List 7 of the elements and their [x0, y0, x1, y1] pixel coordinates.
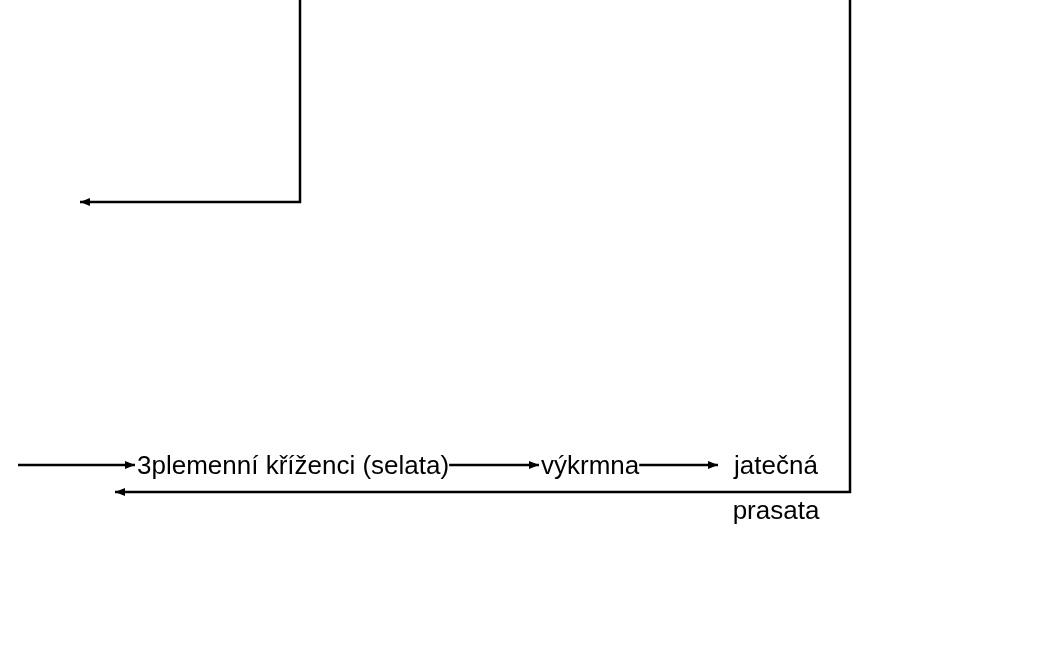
- arrow: [639, 461, 718, 469]
- arrow: [449, 461, 539, 469]
- arrow: [18, 461, 135, 469]
- node-label: jatečná prasata: [720, 442, 832, 533]
- node-label: 3plemenní kříženci (selata): [137, 450, 450, 480]
- arrow: [115, 0, 852, 496]
- node-label: výkrmna: [541, 450, 640, 480]
